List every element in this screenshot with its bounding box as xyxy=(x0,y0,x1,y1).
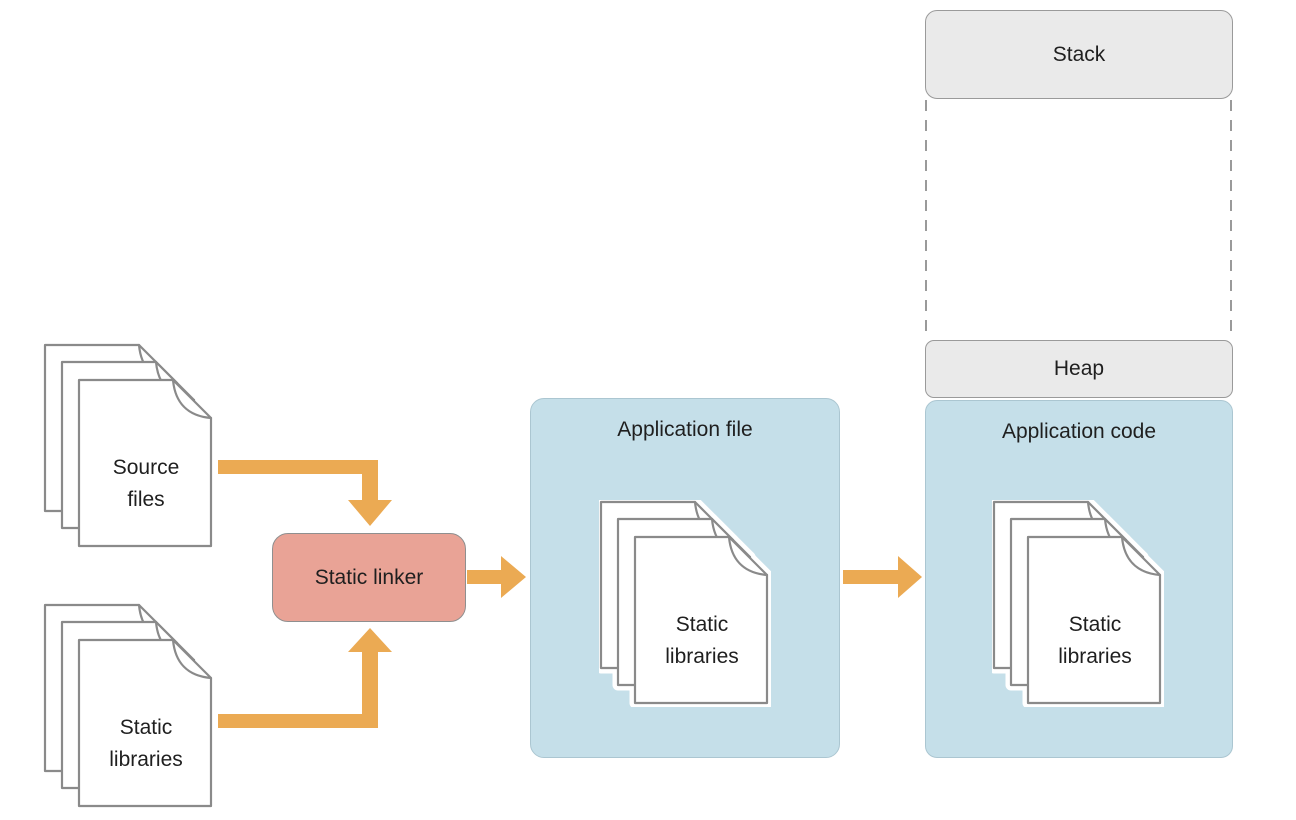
app-file-doc-label-line1: Static xyxy=(676,613,729,636)
application-file-title: Application file xyxy=(617,418,753,441)
application-code-doc-stack: Static libraries xyxy=(992,500,1164,707)
static-linker-label: Static linker xyxy=(314,565,424,589)
app-code-doc-label-line1: Static xyxy=(1069,613,1122,636)
heap-label: Heap xyxy=(1053,357,1105,380)
application-file-doc-stack: Static libraries xyxy=(599,500,771,707)
static-libraries-label-line1: Static xyxy=(120,716,173,739)
memory-heap-box: Heap xyxy=(925,340,1233,398)
arrow-linker-to-application-file xyxy=(467,556,526,598)
app-code-doc-label-line2: libraries xyxy=(1058,645,1132,668)
memory-stack-box: Stack xyxy=(925,10,1233,99)
document-stack-icon xyxy=(994,502,1160,703)
arrow-application-file-to-memory xyxy=(843,556,922,598)
document-stack-icon xyxy=(601,502,767,703)
document-stack-icon xyxy=(45,605,211,806)
source-files-label-line1: Source xyxy=(113,456,180,479)
static-linker-box: Static linker xyxy=(272,533,466,622)
stack-label: Stack xyxy=(1052,42,1106,66)
arrow-static-libraries-to-linker xyxy=(218,628,392,728)
application-code-title: Application code xyxy=(1001,420,1157,443)
document-stack-icon xyxy=(45,345,211,546)
static-libraries-stack: Static libraries xyxy=(43,603,215,810)
source-files-stack: Source files xyxy=(43,343,215,550)
arrow-source-files-to-linker xyxy=(218,460,392,526)
source-files-label-line2: files xyxy=(127,488,164,511)
app-file-doc-label-line2: libraries xyxy=(665,645,739,668)
static-libraries-label-line2: libraries xyxy=(109,748,183,771)
